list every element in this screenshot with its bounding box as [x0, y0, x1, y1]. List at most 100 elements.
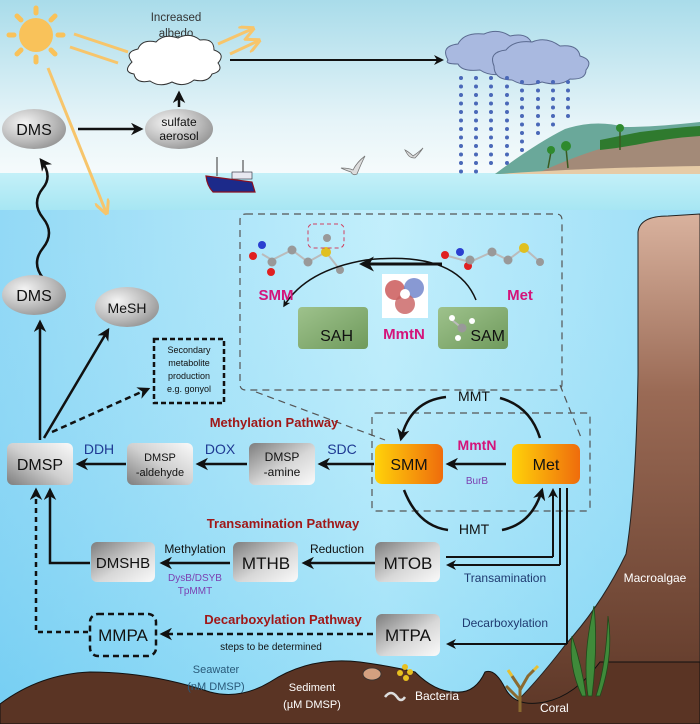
rain-drop: [505, 118, 509, 123]
dmsp-amine-label-2: -amine: [264, 465, 301, 479]
rain-drop: [489, 118, 493, 123]
mmt-label: MMT: [458, 388, 490, 404]
transamination-pathway-title: Transamination Pathway: [207, 516, 360, 531]
rain-drop: [536, 97, 540, 101]
coral-label: Coral: [540, 701, 569, 715]
rain-drop: [474, 161, 478, 165]
mmtn-protein-icon: [382, 274, 428, 318]
rain-drop: [566, 105, 570, 110]
sulfate-aerosol-label: sulfate: [161, 115, 197, 129]
methyl-group-icon: [449, 315, 475, 341]
island-icon: [495, 122, 700, 174]
rain-drop: [459, 118, 463, 123]
rain-drop: [489, 152, 493, 157]
rain-drop: [566, 88, 570, 93]
rain-drop: [459, 101, 463, 106]
rain-drop: [474, 110, 478, 114]
rain-drop: [505, 161, 509, 165]
rain-drop: [459, 76, 463, 80]
mtob-label: MTOB: [384, 554, 433, 573]
met-node: [512, 444, 580, 484]
met-label: Met: [533, 457, 560, 474]
sah-node: [298, 307, 368, 349]
steps-note: steps to be determined: [220, 642, 322, 653]
rain-drop: [459, 135, 463, 140]
dms-atmosphere-node: [2, 109, 66, 149]
rain-drop: [551, 97, 555, 101]
rain-drop: [536, 88, 540, 93]
rain-drop: [459, 152, 463, 157]
rain-drop: [474, 135, 478, 140]
rain-drop: [505, 76, 509, 80]
sulfate-aerosol-node: [145, 109, 213, 149]
rain-drop: [474, 76, 478, 80]
rain-drop: [459, 161, 463, 165]
dmsp-label: DMSP: [17, 457, 63, 474]
sah-label: SAH: [320, 328, 353, 345]
inset-box: [239, 213, 563, 391]
bacteria-label: Bacteria: [415, 689, 459, 703]
rain-drop: [489, 127, 493, 131]
rain-drop: [474, 93, 478, 97]
rain-drop: [536, 80, 540, 84]
rain-drop: [474, 84, 478, 89]
dmsp-aldehyde-label-2: -aldehyde: [136, 467, 184, 479]
rain-drop: [489, 144, 493, 148]
mtob-node: [375, 542, 440, 582]
rain-drop: [459, 84, 463, 89]
rain-drop: [489, 101, 493, 106]
rain-drop: [520, 105, 524, 110]
mmpa-node: [88, 612, 158, 658]
met-molecule-icon: [441, 243, 544, 270]
secondary-line-3: production: [168, 371, 210, 381]
arrow-dms-emission: [35, 157, 52, 279]
white-cloud-icon: [127, 34, 222, 86]
inset-smm-label: SMM: [259, 287, 294, 304]
dms-atmosphere-label: DMS: [16, 122, 52, 139]
rain-drop: [520, 148, 524, 152]
mthb-node: [233, 542, 298, 582]
arc-smm-hmt: [402, 489, 449, 532]
rain-drop: [520, 122, 524, 127]
dmshb-node: [91, 542, 155, 582]
rain-drop: [520, 114, 524, 118]
methylation-pathway-title: Methylation Pathway: [210, 415, 339, 430]
rain-drop: [505, 84, 509, 89]
rain-drop: [489, 161, 493, 165]
rain-drop: [551, 105, 555, 110]
rain-drop: [566, 80, 570, 84]
reduction-step-label: Reduction: [310, 542, 364, 556]
rain-drop: [566, 97, 570, 101]
rain-drop: [505, 127, 509, 131]
dmsp-node: [7, 443, 73, 485]
dmsp-aldehyde-label: DMSP: [144, 452, 176, 464]
decarboxylation-step-label: Decarboxylation: [462, 616, 548, 630]
cycle-inset-box: [371, 412, 591, 512]
rain-drop: [551, 122, 555, 127]
mmpa-label: MMPA: [98, 626, 148, 645]
sam-label: SAM: [470, 328, 505, 345]
smm-molecule-icon: [249, 223, 345, 276]
secondary-metabolite-box: [152, 337, 226, 405]
sdc-enzyme-label: SDC: [327, 441, 357, 457]
rain-drop: [474, 118, 478, 123]
ship-icon: [205, 157, 256, 193]
ocean-surface: [0, 173, 700, 211]
coral-icon: [504, 664, 540, 712]
dysb-enzyme-label: DysB/DSYB: [168, 573, 222, 584]
rain-drop: [505, 110, 509, 114]
rain-drop: [505, 152, 509, 157]
rain-drop: [566, 114, 570, 118]
smm-node: [375, 444, 443, 484]
rain-drop: [520, 80, 524, 84]
rain-drop: [489, 135, 493, 140]
seawater-label-2: (nM DMSP): [187, 681, 244, 693]
arrow-sam-to-sah: [283, 257, 477, 308]
rain-drop: [489, 93, 493, 97]
secondary-line-1: Secondary: [167, 345, 211, 355]
rain-drop: [520, 88, 524, 93]
dms-water-node: [2, 275, 66, 315]
sun-icon: [6, 5, 66, 65]
mesh-node: [95, 287, 159, 327]
